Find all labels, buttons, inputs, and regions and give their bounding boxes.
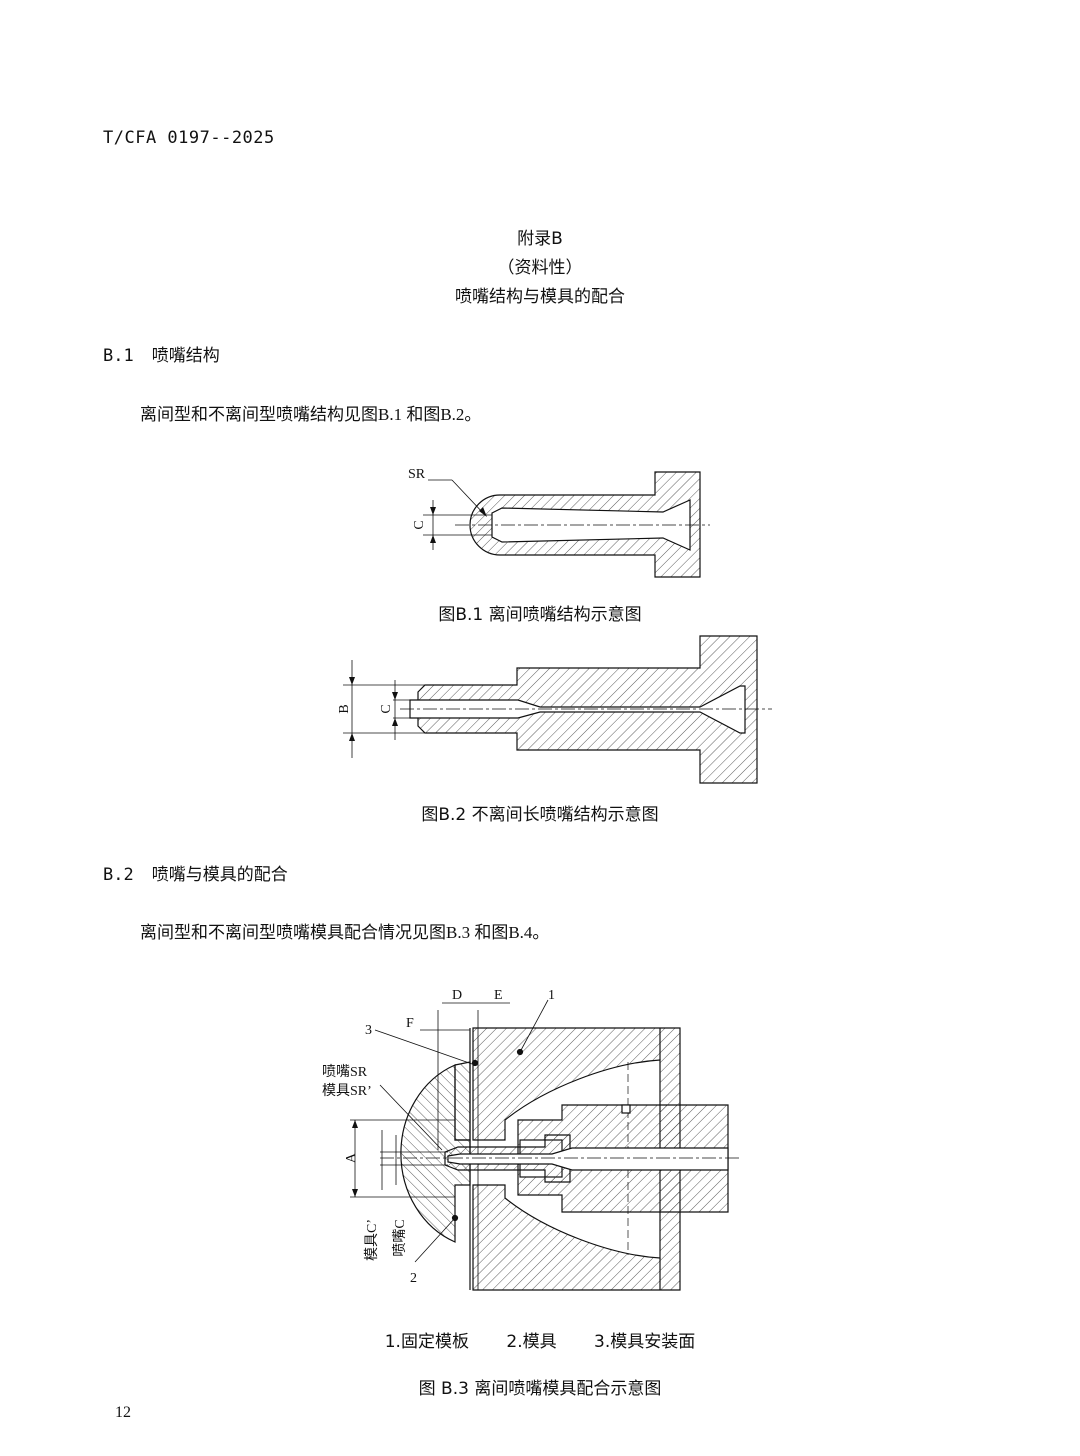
figure-b3-mold-c-label: 模具C’ — [364, 1219, 380, 1261]
figure-b1-drawing — [423, 471, 710, 578]
section-title: 喷嘴结构 — [151, 346, 220, 366]
section-number: B.2 — [103, 865, 134, 885]
figure-b3-caption: 图 B.3 离间喷嘴模具配合示意图 — [418, 1379, 662, 1399]
figure-b2-drawing — [343, 635, 772, 784]
page-number: 12 — [115, 1404, 131, 1421]
section-b2-text: 离间型和不离间型喷嘴模具配合情况见图B.3 和图B.4。 — [140, 923, 550, 942]
figure-b3-nozzle-sr-label: 喷嘴SR — [322, 1064, 368, 1080]
figure-b3-label-2: 2 — [410, 1271, 417, 1286]
figure-b3-d-label: D — [452, 988, 462, 1003]
figure-b3-mold-sr-label: 模具SR’ — [322, 1083, 372, 1099]
appendix-subject: 喷嘴结构与模具的配合 — [455, 287, 625, 307]
figure-b3-legend: 1.固定模板 2.模具 3.模具安装面 — [0, 1327, 1080, 1352]
section-title: 喷嘴与模具的配合 — [151, 865, 288, 885]
figure-b3-nozzle-c-label: 喷嘴C — [392, 1219, 408, 1256]
appendix-title: 附录B — [517, 229, 563, 249]
figure-b3-a-label: A — [344, 1152, 359, 1163]
standard-code: T/CFA 0197--2025 — [103, 128, 275, 148]
section-b1-heading: B.1 喷嘴结构 — [103, 341, 220, 366]
figure-b2-caption: 图B.2 不离间长喷嘴结构示意图 — [421, 805, 659, 825]
legend-item: 1.固定模板 — [384, 1332, 469, 1352]
legend-item: 2.模具 — [506, 1332, 557, 1352]
figure-b2-b-label: B — [337, 704, 352, 713]
figure-b1-sr-label: SR — [408, 467, 426, 482]
figure-b1-caption: 图B.1 离间喷嘴结构示意图 — [438, 605, 642, 625]
figure-b3-e-label: E — [494, 988, 503, 1003]
figure-b1-c-label: C — [412, 520, 427, 529]
section-b1-text: 离间型和不离间型喷嘴结构见图B.1 和图B.2。 — [140, 405, 482, 424]
section-b2-heading: B.2 喷嘴与模具的配合 — [103, 860, 288, 885]
figure-b3-f-label: F — [406, 1016, 414, 1031]
figure-b3-label-1: 1 — [548, 988, 555, 1003]
appendix-type: （资料性） — [497, 258, 583, 278]
section-number: B.1 — [103, 346, 134, 366]
legend-item: 3.模具安装面 — [594, 1332, 696, 1352]
figure-b3-label-3: 3 — [365, 1023, 372, 1038]
figure-b3-drawing — [350, 999, 740, 1291]
figure-b2-c-label: C — [379, 704, 394, 713]
